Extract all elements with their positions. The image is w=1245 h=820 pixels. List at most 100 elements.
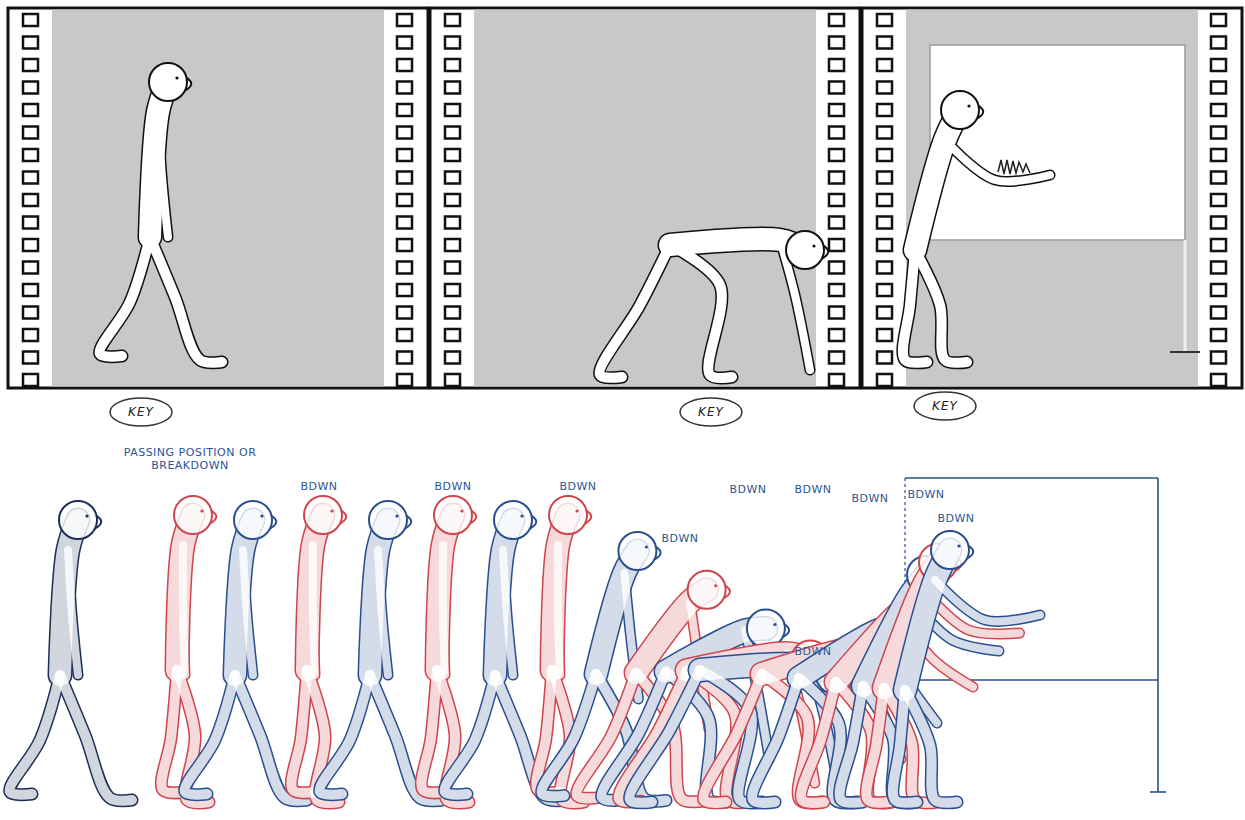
blackboard xyxy=(930,45,1200,352)
sprocket-hole xyxy=(23,104,38,116)
figure-eye xyxy=(330,509,333,512)
figure-outline xyxy=(915,110,960,250)
sprocket-hole xyxy=(1211,329,1226,341)
sprocket-hole xyxy=(1211,374,1226,386)
frame-picture xyxy=(52,10,384,387)
figure xyxy=(445,501,567,801)
figure-eye xyxy=(967,104,970,107)
sprocket-hole xyxy=(445,149,460,161)
sprocket-hole xyxy=(829,149,844,161)
figure-head xyxy=(304,496,342,534)
sprocket-hole xyxy=(1211,127,1226,139)
figure-body xyxy=(670,245,732,378)
figure xyxy=(185,501,307,801)
figure-outline xyxy=(443,545,445,675)
figure-body xyxy=(866,688,890,803)
figure-head xyxy=(434,496,472,534)
figure-eye xyxy=(260,514,263,517)
frame-border xyxy=(8,8,428,388)
sprocket-hole xyxy=(23,149,38,161)
figure-outline xyxy=(60,675,132,801)
sprocket-hole xyxy=(829,104,844,116)
sprocket-hole xyxy=(877,239,892,251)
sprocket-hole xyxy=(877,172,892,184)
sprocket-hole xyxy=(23,284,38,296)
sprocket-hole xyxy=(23,352,38,364)
figure-head xyxy=(786,231,824,269)
figure xyxy=(866,544,1019,803)
figure-outline xyxy=(150,237,222,363)
breakdown-label: BDWN xyxy=(428,480,478,493)
sprocket-hole xyxy=(877,352,892,364)
sprocket-hole xyxy=(445,127,460,139)
breakdown-label: BDWN xyxy=(723,483,773,496)
sprocket-hole xyxy=(445,329,460,341)
sprocket-hole xyxy=(445,82,460,94)
sprocket-hole xyxy=(1211,239,1226,251)
sprocket-hole xyxy=(877,104,892,116)
figure-eye xyxy=(575,509,578,512)
sprocket-hole xyxy=(877,127,892,139)
sprocket-hole xyxy=(397,104,412,116)
figure-eye xyxy=(395,514,398,517)
figure-outline xyxy=(185,675,235,795)
sprocket-hole xyxy=(397,262,412,274)
board-line xyxy=(1157,478,1159,792)
sprocket-hole xyxy=(445,262,460,274)
sprocket-hole xyxy=(23,307,38,319)
chalk-scribble xyxy=(998,160,1030,174)
sprocket-hole xyxy=(23,239,38,251)
key-ellipse: KEY xyxy=(108,396,174,428)
figure-eye xyxy=(812,244,815,247)
figure xyxy=(10,501,132,801)
sprocket-hole xyxy=(23,374,38,386)
frame-border xyxy=(430,8,860,388)
breakdown-label: BDWN xyxy=(901,488,951,501)
film-frame xyxy=(430,8,860,388)
sprocket-hole xyxy=(445,284,460,296)
sprocket-hole xyxy=(397,217,412,229)
sprocket-hole xyxy=(445,14,460,26)
sprocket-hole xyxy=(23,329,38,341)
sprocket-hole xyxy=(397,37,412,49)
sprocket-hole xyxy=(877,329,892,341)
blackboard-outline xyxy=(905,478,1166,792)
figure-body xyxy=(60,675,132,801)
figure-body xyxy=(558,545,560,675)
sprocket-hole xyxy=(829,374,844,386)
key-label: KEY xyxy=(912,390,978,422)
sprocket-hole xyxy=(1211,172,1226,184)
figure-outline xyxy=(183,545,185,675)
figure-head xyxy=(941,91,979,129)
figure-outline xyxy=(670,245,732,378)
sprocket-hole xyxy=(829,307,844,319)
sprocket-hole xyxy=(829,329,844,341)
figure-body xyxy=(68,550,78,675)
sprocket-hole xyxy=(445,217,460,229)
pose-note: PASSING POSITION OR BREAKDOWN xyxy=(120,446,260,472)
figure xyxy=(100,63,222,363)
sprocket-hole xyxy=(829,37,844,49)
sprocket-hole xyxy=(445,104,460,116)
figure-body xyxy=(150,82,168,237)
figure-outline xyxy=(100,237,150,357)
figure-body xyxy=(60,520,78,675)
sprocket-hole xyxy=(829,217,844,229)
sprocket-hole xyxy=(445,172,460,184)
figure-body xyxy=(600,245,670,378)
figure-outline xyxy=(320,675,370,795)
frame-border xyxy=(862,8,1242,388)
sprocket-hole xyxy=(829,284,844,296)
sprocket-hole xyxy=(1211,194,1226,206)
figure-body xyxy=(836,682,892,803)
sprocket-hole xyxy=(397,59,412,71)
figure-body xyxy=(370,520,388,675)
breakdown-label: BDWN xyxy=(294,480,344,493)
sprocket-hole xyxy=(397,14,412,26)
sprocket-hole xyxy=(829,194,844,206)
film-strip xyxy=(8,8,1242,388)
breakdown-label: BDWN xyxy=(788,645,838,658)
figure-body xyxy=(10,675,60,795)
sprocket-hole xyxy=(23,59,38,71)
sprocket-hole xyxy=(877,14,892,26)
